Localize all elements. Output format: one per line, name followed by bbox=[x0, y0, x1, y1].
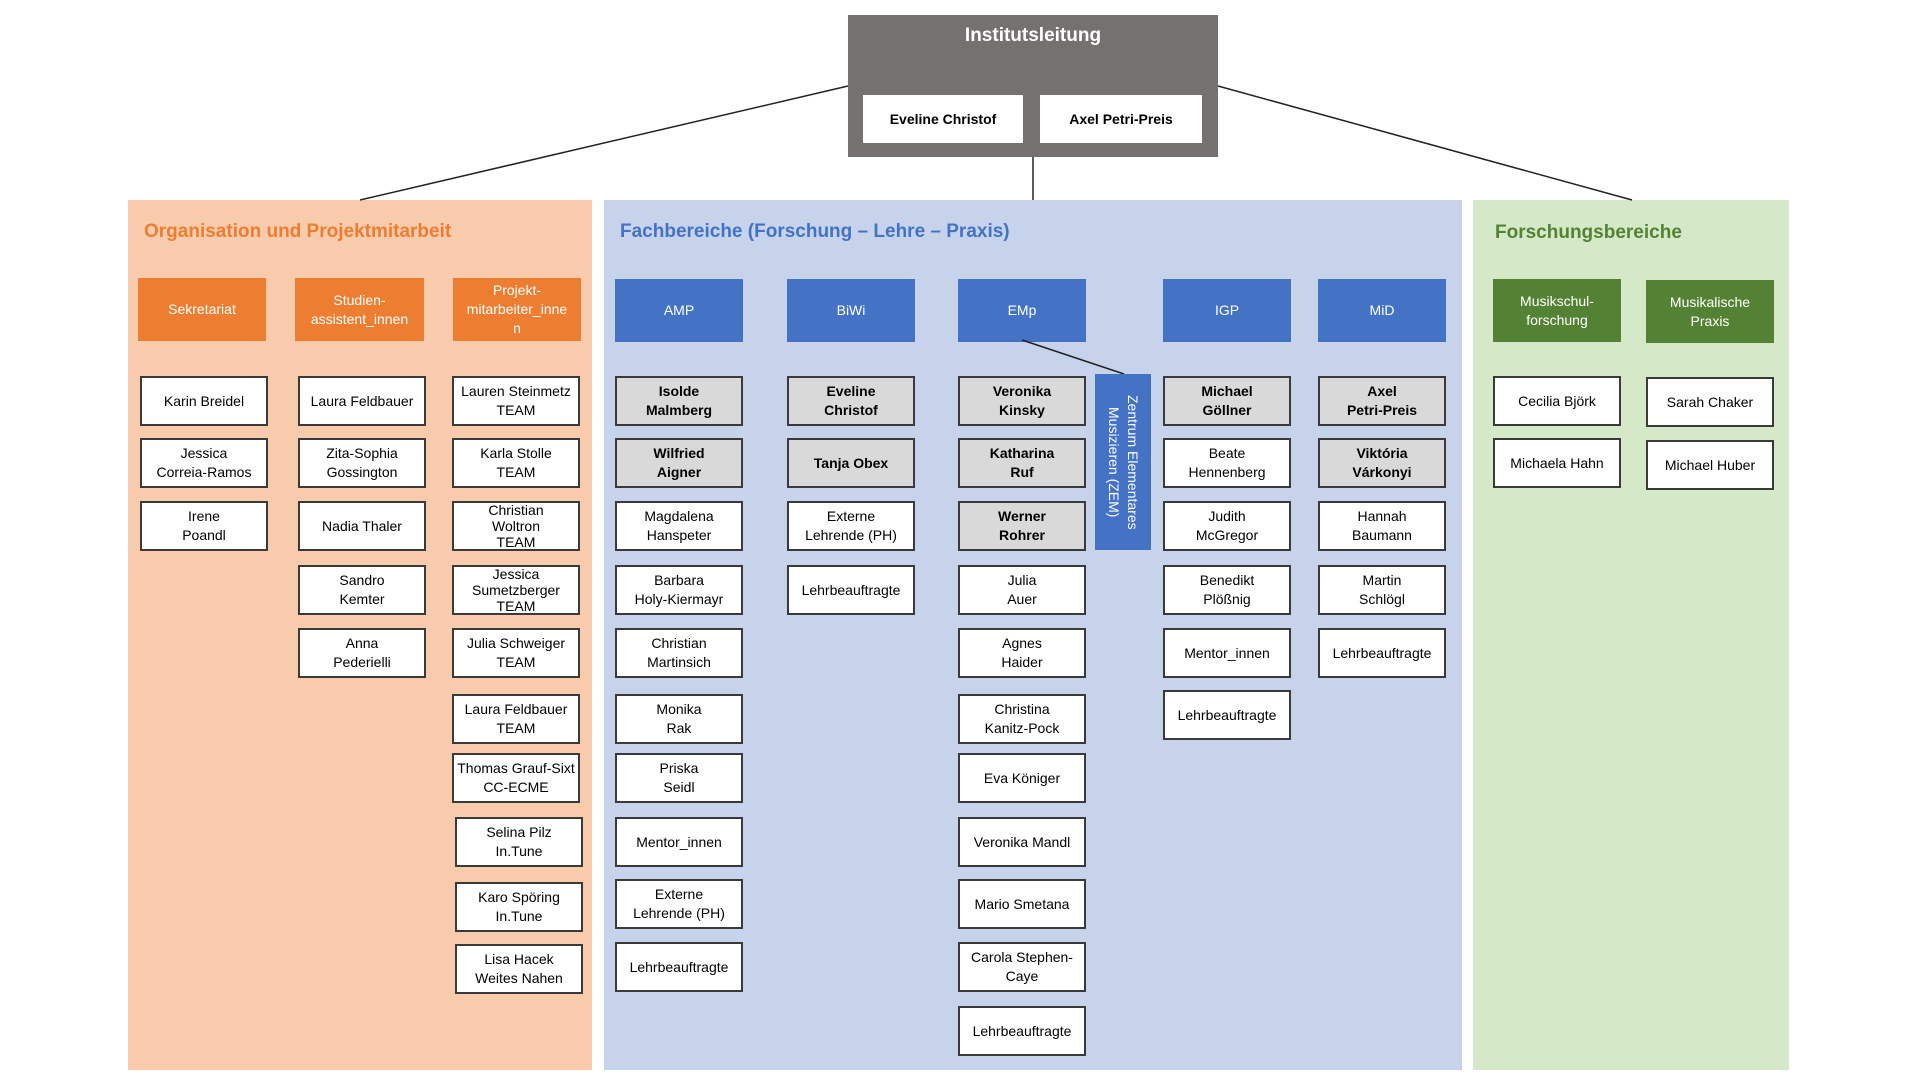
member-box: Karla Stolle TEAM bbox=[452, 438, 580, 488]
panel-forschungsbereiche: Forschungsbereiche bbox=[1473, 200, 1789, 1070]
panel-title-organisation: Organisation und Projektmitarbeit bbox=[144, 221, 452, 242]
member-box: Jessica Sumetzberger TEAM bbox=[452, 565, 580, 615]
unit-header-mid: MiD bbox=[1318, 279, 1446, 342]
unit-header-igp: IGP bbox=[1163, 279, 1291, 342]
member-box: Laura Feldbauer TEAM bbox=[452, 694, 580, 744]
leader-box: Axel Petri-Preis bbox=[1040, 95, 1202, 143]
member-box: Lehrbeauftragte bbox=[1318, 628, 1446, 678]
leader-box: Eveline Christof bbox=[863, 95, 1023, 143]
member-box: Hannah Baumann bbox=[1318, 501, 1446, 551]
member-box: Isolde Malmberg bbox=[615, 376, 743, 426]
member-box: Mentor_innen bbox=[615, 817, 743, 867]
panel-title-fachbereiche: Fachbereiche (Forschung – Lehre – Praxis… bbox=[620, 221, 1010, 242]
member-box: Anna Pederielli bbox=[298, 628, 426, 678]
unit-header-biwi: BiWi bbox=[787, 279, 915, 342]
member-box: Irene Poandl bbox=[140, 501, 268, 551]
member-box: Externe Lehrende (PH) bbox=[787, 501, 915, 551]
member-box: Karo Spöring In.Tune bbox=[455, 882, 583, 932]
member-box: Laura Feldbauer bbox=[298, 376, 426, 426]
unit-header-amp: AMP bbox=[615, 279, 743, 342]
member-box: Karin Breidel bbox=[140, 376, 268, 426]
member-box: Veronika Mandl bbox=[958, 817, 1086, 867]
member-box: Michael Göllner bbox=[1163, 376, 1291, 426]
member-box: Eveline Christof bbox=[787, 376, 915, 426]
member-box: Zita-Sophia Gossington bbox=[298, 438, 426, 488]
member-box: Monika Rak bbox=[615, 694, 743, 744]
member-box: Lisa Hacek Weites Nahen bbox=[455, 944, 583, 994]
member-box: Julia Schweiger TEAM bbox=[452, 628, 580, 678]
connector-line bbox=[359, 85, 849, 201]
member-box: Christian Woltron TEAM bbox=[452, 501, 580, 551]
member-box: Judith McGregor bbox=[1163, 501, 1291, 551]
connector-line bbox=[1217, 85, 1633, 201]
unit-header-emp: EMp bbox=[958, 279, 1086, 342]
member-box: Lehrbeauftragte bbox=[1163, 690, 1291, 740]
member-box: Mentor_innen bbox=[1163, 628, 1291, 678]
member-box: Viktória Várkonyi bbox=[1318, 438, 1446, 488]
member-box: Selina Pilz In.Tune bbox=[455, 817, 583, 867]
member-box: Lehrbeauftragte bbox=[958, 1006, 1086, 1056]
unit-header-projektmitarbeiter: Projekt- mitarbeiter_inne n bbox=[453, 278, 581, 341]
member-box: Thomas Grauf-Sixt CC-ECME bbox=[452, 753, 580, 803]
member-box: Lehrbeauftragte bbox=[787, 565, 915, 615]
member-box: Veronika Kinsky bbox=[958, 376, 1086, 426]
member-box: Christian Martinsich bbox=[615, 628, 743, 678]
member-box: Julia Auer bbox=[958, 565, 1086, 615]
institutsleitung-title: Institutsleitung bbox=[964, 25, 1102, 46]
unit-header-musikschulforschung: Musikschul- forschung bbox=[1493, 279, 1621, 342]
member-box: Benedikt Plößnig bbox=[1163, 565, 1291, 615]
member-box: Sandro Kemter bbox=[298, 565, 426, 615]
member-box: Axel Petri-Preis bbox=[1318, 376, 1446, 426]
unit-header-sekretariat: Sekretariat bbox=[138, 278, 266, 341]
member-box: Nadia Thaler bbox=[298, 501, 426, 551]
panel-title-forschungsbereiche: Forschungsbereiche bbox=[1495, 222, 1682, 243]
unit-header-studienassistenten: Studien- assistent_innen bbox=[295, 278, 424, 341]
member-box: Wilfried Aigner bbox=[615, 438, 743, 488]
member-box: Werner Rohrer bbox=[958, 501, 1086, 551]
member-box: Barbara Holy-Kiermayr bbox=[615, 565, 743, 615]
member-box: Cecilia Björk bbox=[1493, 376, 1621, 426]
member-box: Martin Schlögl bbox=[1318, 565, 1446, 615]
member-box: Tanja Obex bbox=[787, 438, 915, 488]
member-box: Sarah Chaker bbox=[1646, 377, 1774, 427]
member-box: Michael Huber bbox=[1646, 440, 1774, 490]
member-box: Beate Hennenberg bbox=[1163, 438, 1291, 488]
zem-box: Zentrum Elementares Musizieren (ZEM) bbox=[1095, 374, 1151, 550]
member-box: Carola Stephen- Caye bbox=[958, 942, 1086, 992]
member-box: Magdalena Hanspeter bbox=[615, 501, 743, 551]
member-box: Agnes Haider bbox=[958, 628, 1086, 678]
member-box: Externe Lehrende (PH) bbox=[615, 879, 743, 929]
member-box: Mario Smetana bbox=[958, 879, 1086, 929]
unit-header-musikalische-praxis: Musikalische Praxis bbox=[1646, 280, 1774, 343]
member-box: Christina Kanitz-Pock bbox=[958, 694, 1086, 744]
member-box: Jessica Correia-Ramos bbox=[140, 438, 268, 488]
member-box: Katharina Ruf bbox=[958, 438, 1086, 488]
member-box: Priska Seidl bbox=[615, 753, 743, 803]
zem-label: Zentrum Elementares Musizieren (ZEM) bbox=[1106, 394, 1141, 530]
member-box: Michaela Hahn bbox=[1493, 438, 1621, 488]
member-box: Lehrbeauftragte bbox=[615, 942, 743, 992]
member-box: Lauren Steinmetz TEAM bbox=[452, 376, 580, 426]
member-box: Eva Königer bbox=[958, 753, 1086, 803]
institutsleitung-box: Institutsleitung Eveline Christof Axel P… bbox=[848, 15, 1218, 157]
